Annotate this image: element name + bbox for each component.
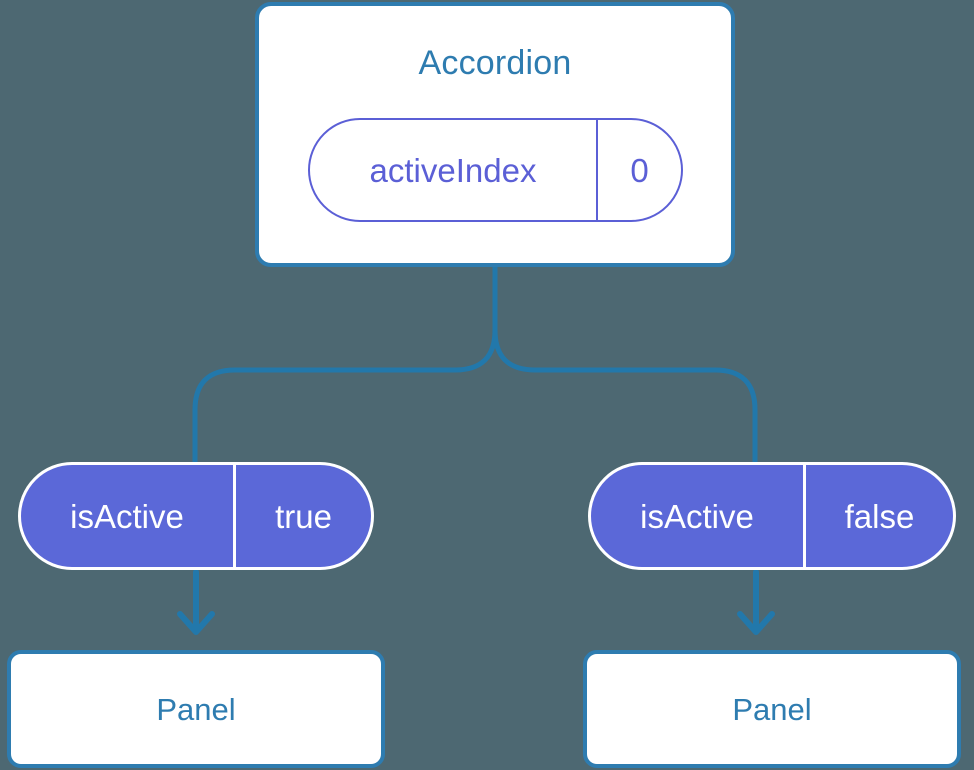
- panel-card-right[interactable]: Panel: [583, 650, 961, 768]
- panel-card-left[interactable]: Panel: [7, 650, 385, 768]
- panel-card-label: Panel: [732, 691, 812, 727]
- prop-pill-key: isActive: [640, 497, 754, 535]
- prop-pill-key: isActive: [70, 497, 184, 535]
- prop-pill-isactive-true[interactable]: isActive true: [18, 462, 374, 570]
- connector-trunk-right: [492, 264, 758, 465]
- prop-pill-value: false: [803, 465, 953, 567]
- arrow-head-left: [177, 611, 215, 635]
- state-pill-key: activeIndex: [369, 151, 537, 189]
- panel-card-label: Panel: [156, 691, 236, 727]
- state-pill-value: 0: [596, 120, 681, 220]
- arrow-head-right: [737, 611, 775, 635]
- prop-pill-isactive-false[interactable]: isActive false: [588, 462, 956, 570]
- accordion-title: Accordion: [418, 44, 572, 82]
- connector-trunk-left: [192, 264, 498, 465]
- state-pill-activeindex[interactable]: activeIndex 0: [308, 118, 683, 222]
- prop-pill-value: true: [233, 465, 371, 567]
